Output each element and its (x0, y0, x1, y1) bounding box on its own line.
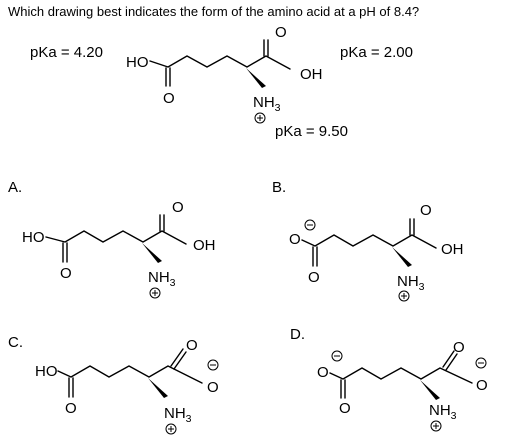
carbonyl-double-bond (340, 379, 346, 399)
carbonyl-double-bond (263, 39, 269, 57)
carbonyl-double-bond (442, 350, 458, 371)
wedge-bond (148, 378, 168, 398)
pka-side-chain-label: pKa = 4.20 (30, 44, 103, 61)
option-d[interactable]: D. O O O O NH3 (290, 326, 488, 432)
hydroxyl-label: HO (126, 54, 149, 71)
option-d-label: D. (290, 326, 305, 343)
plus-icon (401, 293, 407, 299)
carbonyl-oxygen-label: O (420, 202, 432, 219)
hydroxyl-label: HO (22, 229, 45, 246)
carbonyl-oxygen-label: O (308, 269, 320, 286)
wedge-bond (420, 380, 440, 400)
carbon-chain-bond (301, 234, 437, 249)
carbonyl-oxygen-label: O (163, 90, 175, 107)
amine-label: NH3 (429, 402, 457, 422)
plus-icon (168, 426, 174, 432)
carbonyl-double-bond (159, 214, 165, 232)
carbonyl-double-bond (409, 218, 415, 236)
carbonyl-double-bond (312, 246, 318, 267)
amine-label: NH3 (148, 269, 176, 289)
hydroxyl-label: OH (300, 66, 323, 83)
carbonyl-double-bond (62, 242, 68, 263)
hydroxyl-label: HO (35, 363, 58, 380)
carbonyl-oxygen-label: O (172, 199, 184, 216)
carbonyl-double-bond (68, 377, 74, 398)
option-c-label: C. (8, 334, 23, 351)
amine-label: NH3 (253, 94, 281, 114)
carbonyl-oxygen-label: O (453, 339, 465, 356)
wedge-bond (392, 247, 412, 267)
carbon-chain-bond (149, 55, 291, 70)
carbonyl-oxygen-label: O (339, 400, 351, 417)
given-molecule: pKa = 4.20 pKa = 2.00 pKa = 9.50 HO OH O… (30, 24, 413, 140)
carboxylate-oxygen-label: O (207, 379, 219, 396)
plus-icon (257, 115, 263, 121)
carbon-chain-bond (45, 230, 187, 245)
carbonyl-double-bond (170, 348, 187, 370)
carbonyl-oxygen-label: O (186, 337, 198, 354)
amine-label: NH3 (397, 273, 425, 293)
plus-icon (152, 290, 158, 296)
carbonyl-oxygen-label: O (275, 24, 287, 41)
option-a[interactable]: A. HO OH O O NH3 (8, 179, 216, 299)
amine-label: NH3 (164, 405, 192, 425)
pka-carboxyl-label: pKa = 2.00 (340, 44, 413, 61)
carboxylate-oxygen-label: O (289, 231, 301, 248)
option-b[interactable]: B. O O OH O NH3 (272, 179, 464, 302)
carbon-chain-bond (329, 367, 473, 384)
question-text: Which drawing best indicates the form of… (8, 4, 419, 19)
carbonyl-oxygen-label: O (60, 265, 72, 282)
hydroxyl-label: OH (193, 237, 216, 254)
carbon-chain-bond (57, 365, 203, 384)
carboxylate-oxygen-label: O (317, 364, 329, 381)
wedge-bond (246, 68, 266, 88)
option-b-label: B. (272, 179, 286, 196)
plus-icon (433, 423, 439, 429)
option-c[interactable]: C. HO O O O NH3 (8, 334, 219, 435)
carboxylate-oxygen-label: O (476, 377, 488, 394)
hydroxyl-label: OH (441, 241, 464, 258)
pka-amine-label: pKa = 9.50 (275, 123, 348, 140)
option-a-label: A. (8, 179, 22, 196)
wedge-bond (142, 243, 162, 263)
carbonyl-double-bond (165, 67, 171, 87)
carbonyl-oxygen-label: O (65, 400, 77, 417)
